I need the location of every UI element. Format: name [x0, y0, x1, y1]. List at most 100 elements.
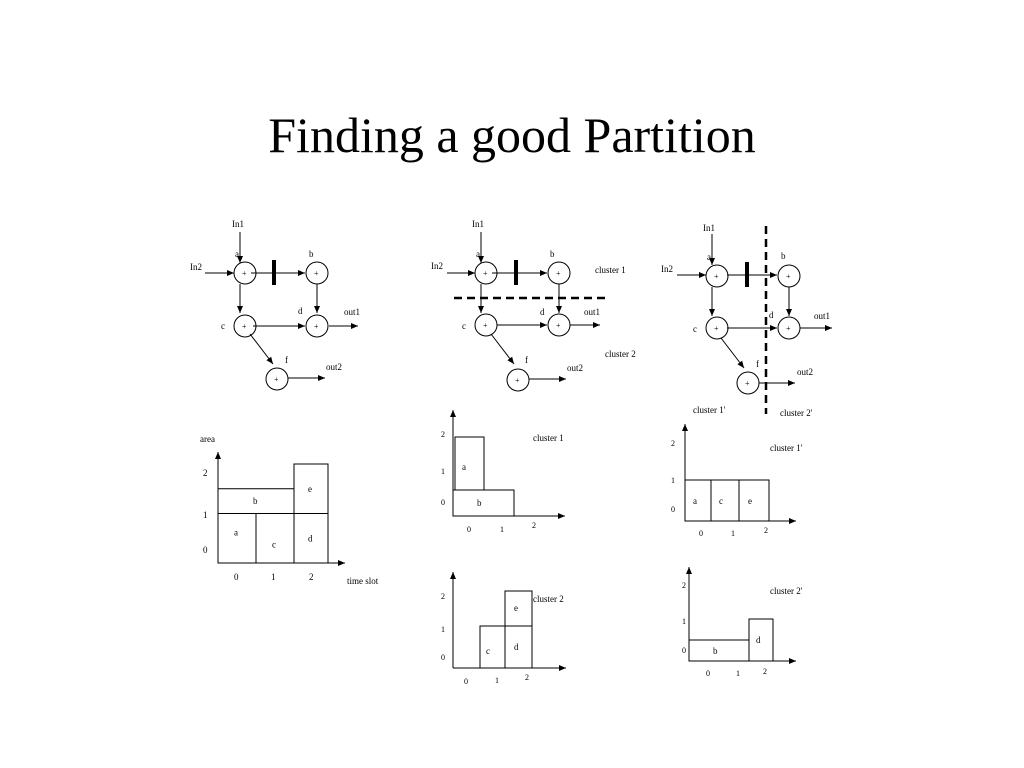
- node-c-plus: +: [714, 324, 719, 333]
- chart-title: cluster 1': [770, 443, 803, 453]
- block-label-a: a: [693, 496, 697, 506]
- out1-label: out1: [814, 311, 830, 321]
- node-c-label: c: [221, 321, 225, 331]
- graph3-labels: In1 In2 a b c d f out1 out2 cluster 1' c…: [661, 223, 830, 418]
- chart-title: cluster 1: [533, 433, 564, 443]
- node-b-circle: [305, 261, 329, 285]
- y-tick-label: 1: [441, 625, 445, 634]
- x-tick-label: 2: [763, 667, 767, 676]
- block-e: [738, 479, 770, 522]
- y-tick-label: 2: [682, 581, 686, 590]
- node-c-circle: [233, 314, 257, 338]
- x-tick-label: 0: [234, 572, 239, 582]
- node-a-plus: +: [714, 272, 719, 281]
- in2-label: In2: [661, 264, 673, 274]
- dataflow-graph-horizontal-cut: [447, 232, 608, 392]
- y-tick-label: 0: [671, 505, 675, 514]
- block-a: [684, 479, 712, 522]
- y-tick-label: 1: [441, 467, 445, 476]
- block-d: [748, 618, 774, 662]
- block-a: [454, 436, 485, 491]
- block-label-d: d: [756, 635, 761, 645]
- node-a-plus: +: [242, 269, 247, 278]
- block-label-e: e: [308, 484, 312, 494]
- x-tick-label: 2: [764, 526, 768, 535]
- node-c-label: c: [693, 324, 697, 334]
- node-a-plus: +: [483, 269, 488, 278]
- schedule-charts: area time slot 0 1 2 0 1 2 a c d b e cluster 1 0 1 2 0 1 2 a…: [200, 410, 803, 686]
- chart-title: cluster 2': [770, 586, 803, 596]
- block-c: [479, 625, 506, 669]
- node-d-plus: +: [556, 321, 561, 330]
- node-b-label: b: [550, 249, 555, 259]
- x-tick-label: 2: [532, 521, 536, 530]
- x-tick-label: 0: [699, 529, 703, 538]
- block-c: [710, 479, 740, 522]
- block-e: [293, 463, 329, 514]
- block-label-c: c: [272, 539, 276, 549]
- node-a-circle: [233, 261, 257, 285]
- in1-label: In1: [703, 223, 715, 233]
- block-b: [452, 489, 515, 517]
- node-b-label: b: [781, 251, 786, 261]
- node-f-label: f: [285, 355, 288, 365]
- graph1-labels: In1 In2 a b c d f out1 out2 + + + + +: [190, 219, 360, 384]
- node-d-label: d: [769, 310, 774, 320]
- node-f-plus: +: [515, 376, 520, 385]
- chart-title: cluster 2: [533, 594, 564, 604]
- node-a-label: a: [476, 249, 480, 259]
- block-e: [504, 590, 533, 627]
- block-d: [504, 625, 533, 669]
- y-tick-label: 0: [441, 653, 445, 662]
- block-label-e: e: [514, 603, 518, 613]
- y-tick-label: 2: [441, 592, 445, 601]
- node-f-label: f: [756, 359, 759, 369]
- block-label-e: e: [748, 496, 752, 506]
- out1-label: out1: [344, 307, 360, 317]
- node-d-circle: [305, 314, 329, 338]
- x-tick-label: 0: [464, 677, 468, 686]
- y-tick-label: 2: [671, 439, 675, 448]
- y-axis-title: area: [200, 434, 215, 444]
- x-axis-title: time slot: [347, 576, 379, 586]
- node-c-plus: +: [483, 321, 488, 330]
- cluster-2-label: cluster 2': [780, 408, 813, 418]
- block-label-d: d: [308, 533, 313, 543]
- x-tick-label: 1: [731, 529, 735, 538]
- node-d-label: d: [298, 306, 303, 316]
- block-label-a: a: [462, 462, 466, 472]
- y-tick-label: 2: [203, 468, 208, 478]
- block-label-b: b: [477, 498, 482, 508]
- x-tick-label: 1: [271, 572, 276, 582]
- in2-label: In2: [190, 262, 202, 272]
- x-tick-label: 1: [500, 525, 504, 534]
- block-b: [688, 639, 750, 662]
- node-f-plus: +: [745, 379, 750, 388]
- cluster-1-label: cluster 1: [595, 265, 626, 275]
- block-label-b: b: [253, 496, 258, 506]
- block-label-c: c: [719, 496, 723, 506]
- graph2-labels: In1 In2 a b c d f out1 out2 cluster 1 cl…: [431, 219, 636, 385]
- block-label-c: c: [486, 646, 490, 656]
- cluster-2-label: cluster 2: [605, 349, 636, 359]
- node-b-plus: +: [314, 269, 319, 278]
- block-label-b: b: [713, 646, 718, 656]
- node-d-plus: +: [314, 322, 319, 331]
- node-f-plus: +: [274, 375, 279, 384]
- node-f-label: f: [525, 355, 528, 365]
- cluster-1-label: cluster 1': [693, 405, 726, 415]
- out1-label: out1: [584, 307, 600, 317]
- x-tick-label: 0: [706, 669, 710, 678]
- y-tick-label: 1: [682, 617, 686, 626]
- node-d-label: d: [540, 307, 545, 317]
- y-tick-label: 2: [441, 430, 445, 439]
- x-tick-label: 1: [736, 669, 740, 678]
- node-c-plus: +: [242, 322, 247, 331]
- in2-label: In2: [431, 261, 443, 271]
- in1-label: In1: [472, 219, 484, 229]
